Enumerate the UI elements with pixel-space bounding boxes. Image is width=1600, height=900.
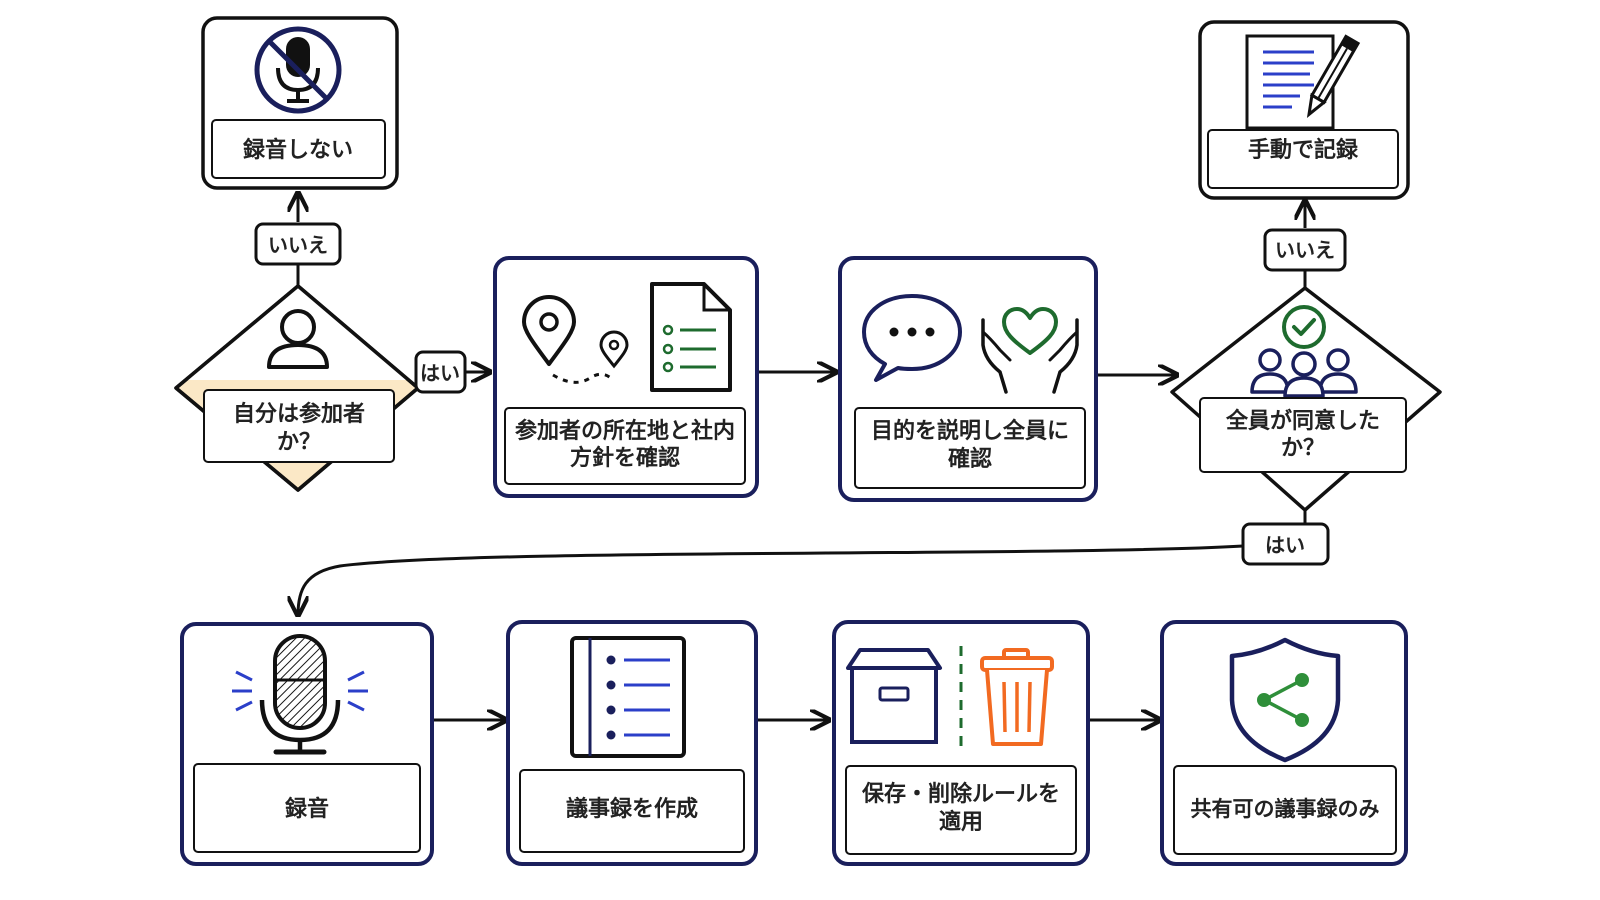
- node-apply-rules[interactable]: 保存・削除ルールを 適用: [832, 620, 1090, 866]
- svg-text:はい: はい: [420, 361, 460, 385]
- list-document-icon: [570, 636, 686, 758]
- apply-rules-label-line2: 適用: [939, 809, 983, 835]
- node-check-location[interactable]: 参加者の所在地と社内 方針を確認: [493, 256, 759, 498]
- explain-purpose-label-line1: 目的を説明し全員に: [871, 418, 1069, 444]
- node-create-minutes[interactable]: 議事録を作成: [506, 620, 758, 866]
- edge-label-participant-no: いいえ: [254, 222, 342, 266]
- person-icon: [267, 309, 329, 369]
- record-label: 録音: [285, 796, 329, 822]
- trash-can-icon: [980, 648, 1054, 746]
- node-manual-record[interactable]: 手動で記録: [1198, 20, 1410, 200]
- check-location-label-line1: 参加者の所在地と社内: [515, 418, 735, 444]
- node-share-only[interactable]: 共有可の議事録のみ: [1160, 620, 1408, 866]
- location-pin-icon: [522, 295, 629, 384]
- is-participant-label-line2: か？: [277, 430, 321, 455]
- svg-text:いいえ: いいえ: [268, 233, 328, 257]
- heart-hands-icon: [981, 307, 1079, 394]
- edge-label-agreed-no: いいえ: [1263, 228, 1347, 272]
- all-agreed-label-line1: 全員が同意した: [1225, 408, 1380, 434]
- node-no-record[interactable]: 録音しない: [201, 16, 399, 190]
- explain-purpose-label-line2: 確認: [948, 446, 992, 472]
- arrow-agreed-to-record: [298, 544, 1244, 615]
- apply-rules-label-line1: 保存・削除ルールを: [861, 781, 1060, 807]
- edge-label-participant-yes: はい: [414, 350, 467, 394]
- create-minutes-label: 議事録を作成: [566, 796, 698, 822]
- checklist-document-icon: [650, 282, 732, 392]
- is-participant-label-line1: 自分は参加者: [233, 401, 365, 427]
- manual-record-label: 手動で記録: [1248, 137, 1359, 163]
- no-record-label: 録音しない: [243, 137, 353, 163]
- shield-share-icon: [1229, 637, 1341, 763]
- svg-text:はい: はい: [1265, 533, 1305, 557]
- decision-is-participant[interactable]: 自分は参加者 か？: [174, 284, 420, 492]
- microphone-icon: [232, 634, 368, 755]
- group-check-icon: [1250, 305, 1358, 398]
- decision-all-agreed[interactable]: 全員が同意した か？: [1170, 286, 1442, 512]
- all-agreed-label-line2: か？: [1281, 436, 1325, 461]
- edge-label-agreed-yes: はい: [1241, 522, 1330, 566]
- speech-bubble-icon: [862, 294, 962, 382]
- muted-microphone-icon: [254, 26, 342, 114]
- check-location-label-line2: 方針を確認: [570, 445, 680, 471]
- share-only-label: 共有可の議事録のみ: [1191, 797, 1380, 821]
- document-pen-icon: [1245, 34, 1361, 130]
- storage-box-icon: [846, 648, 942, 744]
- node-record[interactable]: 録音: [180, 622, 434, 866]
- node-explain-purpose[interactable]: 目的を説明し全員に 確認: [838, 256, 1098, 502]
- svg-text:いいえ: いいえ: [1275, 238, 1335, 262]
- connectors: [298, 193, 1305, 720]
